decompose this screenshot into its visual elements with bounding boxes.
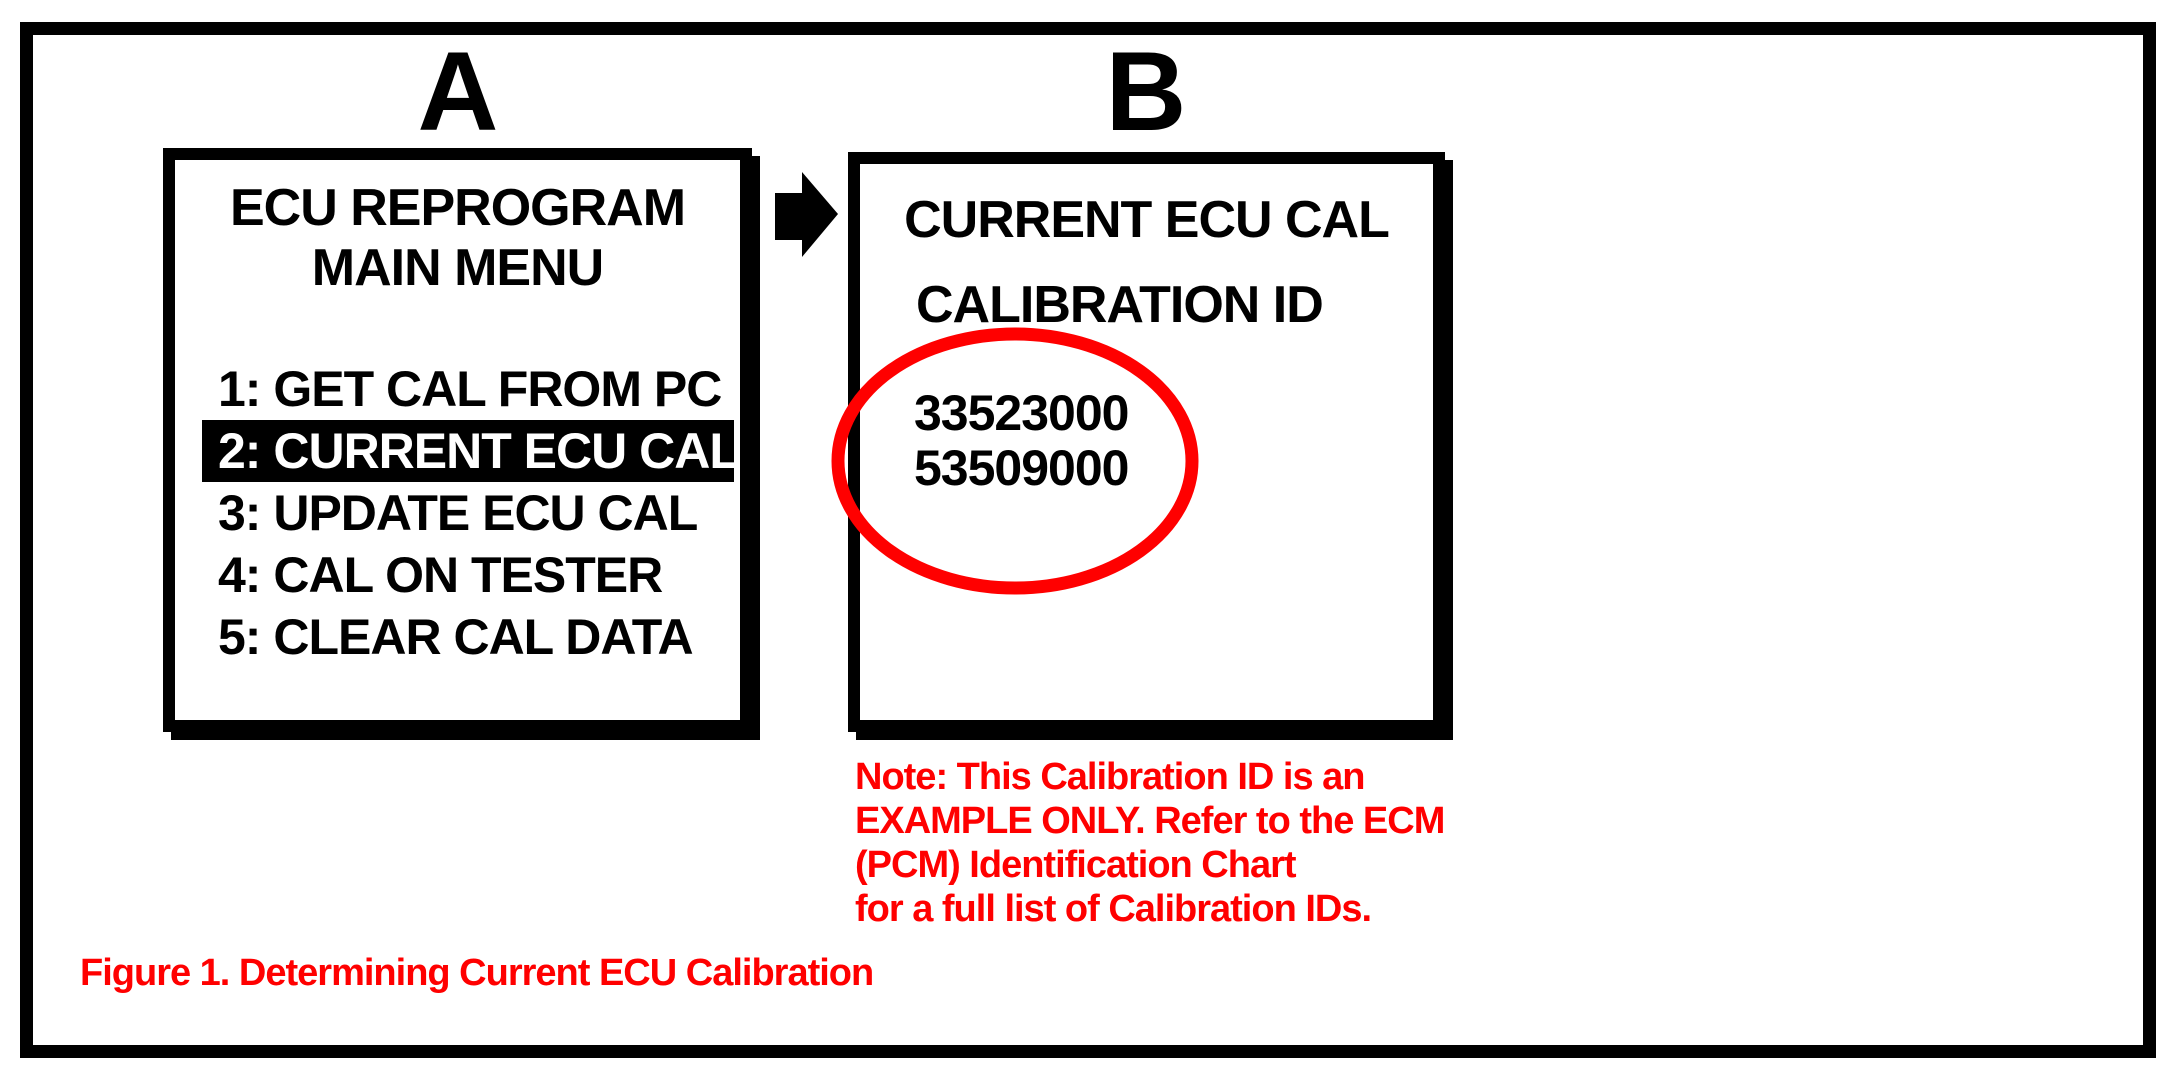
menu-item-current-ecu-cal: 2: CURRENT ECU CAL	[202, 420, 740, 482]
calibration-id-value-1: 33523000	[914, 385, 1129, 441]
screen-a-title-line1: ECU REPROGRAM	[229, 179, 686, 237]
example-note-line4: for a full list of Calibration IDs.	[855, 888, 1372, 930]
panel-b-label: B	[1105, 29, 1187, 154]
figure-border	[20, 22, 2156, 1058]
screen-b-title: CURRENT ECU CAL	[904, 191, 1390, 249]
example-note-line3: (PCM) Identification Chart	[855, 844, 1297, 886]
menu-item-update-ecu-cal: 3: UPDATE ECU CAL	[218, 485, 698, 541]
right-block-arrow-icon	[775, 172, 838, 257]
menu-item-clear-cal-data: 5: CLEAR CAL DATA	[218, 609, 694, 665]
calibration-id-value-2: 53509000	[914, 440, 1129, 496]
example-note-line2: EXAMPLE ONLY. Refer to the ECM	[855, 800, 1445, 842]
example-note: Note: This Calibration ID is an EXAMPLE …	[855, 755, 1445, 931]
screen-a-title-line2: MAIN MENU	[311, 239, 604, 297]
menu-item-cal-on-tester: 4: CAL ON TESTER	[218, 547, 663, 603]
menu-item-get-cal-from-pc: 1: GET CAL FROM PC	[218, 361, 722, 417]
panel-a-label: A	[417, 29, 499, 154]
figure-caption: Figure 1. Determining Current ECU Calibr…	[80, 952, 874, 994]
calibration-id-heading: CALIBRATION ID	[916, 276, 1324, 334]
screen-a-title: ECU REPROGRAM MAIN MENU	[163, 178, 752, 298]
calibration-id-values: 33523000 53509000	[914, 385, 1129, 496]
example-note-line1: Note: This Calibration ID is an	[855, 756, 1366, 798]
screen-a-menu: 1: GET CAL FROM PC 2: CURRENT ECU CAL 3:…	[202, 358, 740, 668]
